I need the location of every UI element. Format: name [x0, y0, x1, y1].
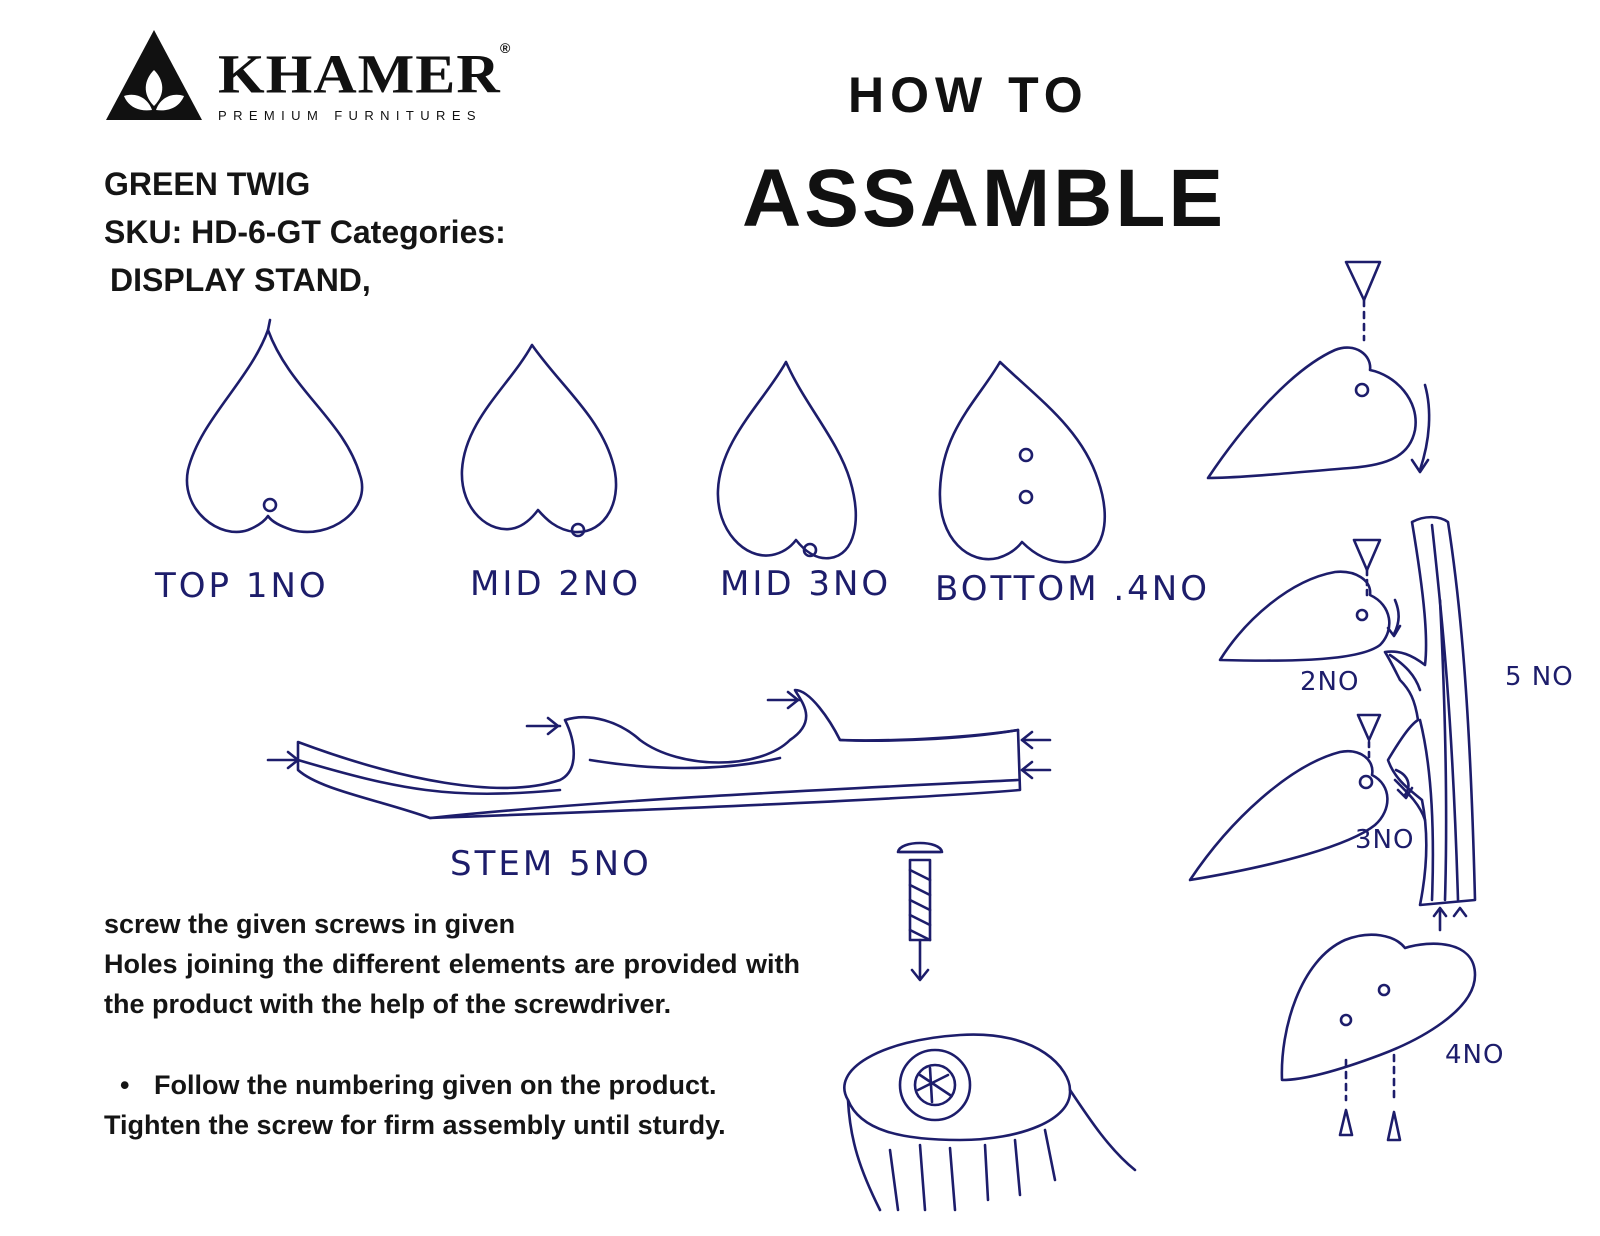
brand-tagline: PREMIUM FURNITURES [218, 108, 482, 123]
label-top-part: TOP 1NO [154, 566, 329, 606]
label-4no: 4NO [1445, 1040, 1504, 1070]
leaf-bottom-icon [938, 360, 1106, 564]
assembly-bottom-leaf-icon [1280, 933, 1477, 1142]
label-mid2-part: MID 2NO [470, 564, 641, 604]
assembly-top-leaf-icon [1206, 260, 1431, 480]
product-name: GREEN TWIG [104, 166, 311, 202]
brand-name: KHAMER [218, 43, 501, 105]
instruction-paragraph: Holes joining the different elements are… [104, 949, 800, 1019]
stem-icon [266, 688, 1052, 820]
khamer-logo-icon [106, 30, 202, 120]
label-2no: 2NO [1300, 667, 1359, 697]
instruction-bullet-text: Follow the numbering given on the produc… [154, 1070, 717, 1100]
assembly-trunk-icon [1383, 515, 1477, 932]
label-bottom-part: BOTTOM .4NO [935, 569, 1210, 609]
leaf-top-icon [185, 318, 364, 534]
product-sku: SKU: HD-6-GT Categories: [104, 214, 506, 250]
leaf-mid2-icon [460, 343, 618, 538]
instruction-line-4: Tighten the screw for firm assembly unti… [104, 1110, 726, 1140]
title-assamble: ASSAMBLE [742, 153, 1227, 244]
screw-icon [896, 841, 944, 982]
label-3no: 3NO [1355, 825, 1414, 855]
assembly-mid2-leaf-icon [1218, 538, 1402, 662]
product-category: DISPLAY STAND, [110, 262, 371, 298]
stump-hole-icon [843, 1033, 1137, 1212]
instruction-line-1: screw the given screws in given [104, 909, 516, 939]
label-stem-part: STEM 5NO [450, 844, 652, 884]
bullet-icon: • [120, 1070, 130, 1100]
instruction-bullet: • Follow the numbering given on the produ… [120, 1065, 716, 1105]
title-how-to: HOW TO [848, 67, 1089, 123]
leaf-mid3-icon [716, 360, 857, 560]
registered-mark: ® [500, 40, 511, 56]
label-5no: 5 NO [1505, 662, 1574, 692]
label-mid3-part: MID 3NO [720, 564, 891, 604]
assembly-mid3-leaf-icon [1188, 713, 1414, 882]
